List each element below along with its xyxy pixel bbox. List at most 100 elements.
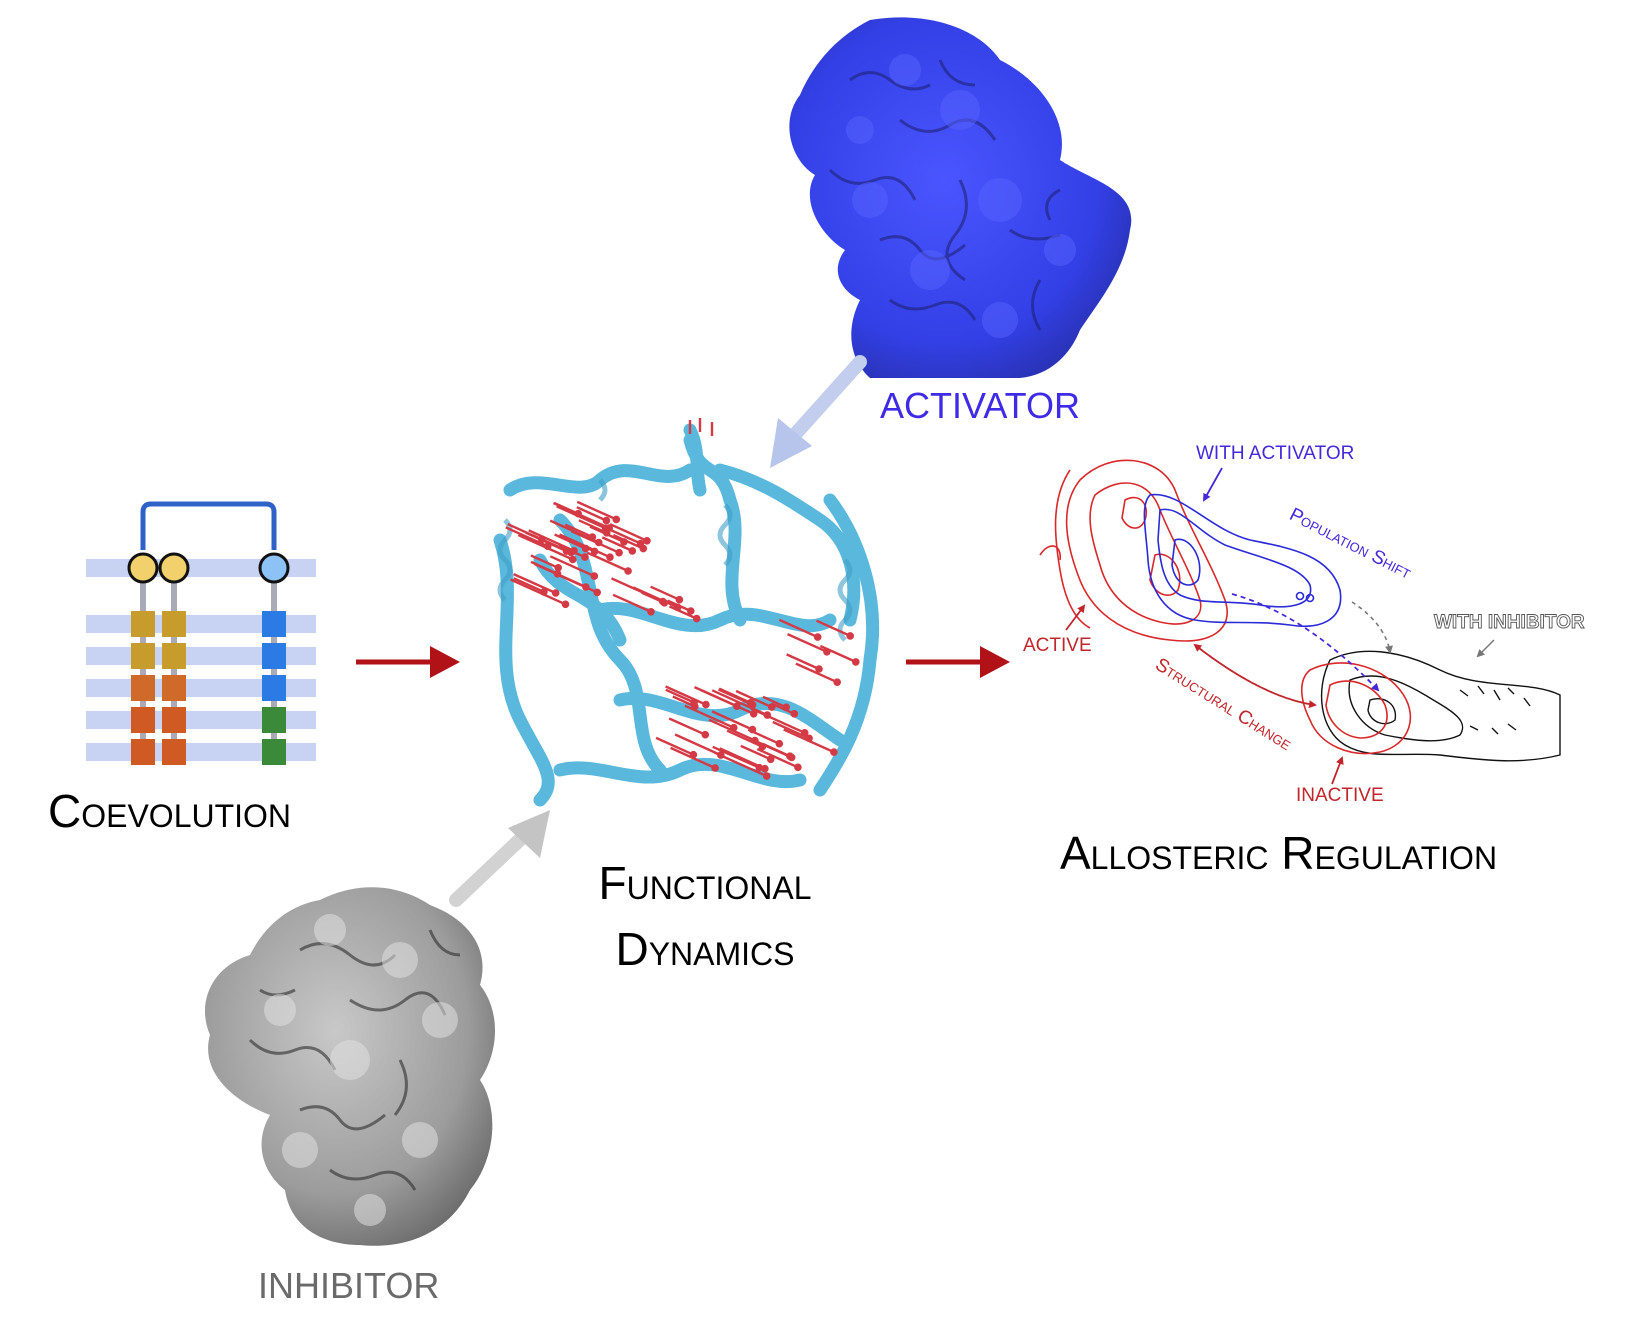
inactive-state-contours [1300, 662, 1412, 755]
displacement-vector [735, 689, 773, 709]
activator-label: ACTIVATOR [880, 385, 1081, 426]
displacement-vector [714, 751, 768, 778]
residue-block [131, 643, 155, 669]
coevolution-schematic [86, 501, 316, 765]
displacement-vector-head [701, 730, 710, 739]
displacement-vector [655, 736, 694, 756]
displacement-vector [762, 695, 787, 709]
displacement-vector [510, 578, 566, 606]
displacement-vector-head [569, 555, 577, 564]
displacement-vector [578, 519, 608, 534]
flow-arrow-dynamics-to-regulation [906, 646, 1010, 678]
displacement-vector [601, 536, 633, 552]
residue-block [162, 739, 186, 765]
displacement-vector-head [601, 524, 610, 533]
displacement-vector [513, 573, 557, 595]
with-inhibitor-label: WITH INHIBITOR [1434, 612, 1585, 633]
displacement-vector [816, 619, 851, 637]
residue-block [162, 611, 186, 637]
active-state-contours [1039, 459, 1228, 642]
displacement-vector-head [612, 515, 621, 524]
coupled-residue-circle [258, 552, 290, 584]
displacement-vector-head [749, 710, 758, 718]
displacement-vector-head [733, 702, 741, 711]
displacement-vector-head [581, 553, 589, 561]
displacement-vector [554, 572, 598, 594]
displacement-vector [778, 618, 819, 639]
displacement-vector-head [673, 603, 682, 612]
coupled-residue-circle [158, 552, 190, 584]
displacement-vector-head [763, 711, 772, 719]
displacement-vector-head [593, 588, 602, 597]
displacement-vector [609, 523, 648, 542]
displacement-vector [740, 744, 772, 761]
coupling-bracket [140, 501, 277, 550]
displacement-vector-head [602, 516, 611, 525]
displacement-vector [650, 585, 680, 601]
displacement-vector [711, 710, 753, 731]
residue-block [262, 707, 286, 733]
residue-block [262, 643, 286, 669]
displacement-vector-head [787, 753, 796, 762]
residue-block [131, 739, 155, 765]
displacement-vector [718, 688, 754, 706]
displacement-vector [752, 738, 793, 759]
displacement-vector-head [711, 764, 719, 772]
displacement-vector-head [846, 632, 855, 640]
displacement-vector-head [830, 748, 838, 756]
displacement-vector-head [813, 633, 822, 641]
displacement-vector-head [636, 539, 645, 548]
displacement-vector [589, 525, 625, 543]
displacement-vector-head [815, 665, 823, 673]
inhibitor-arrow [449, 810, 550, 907]
displacement-vector [576, 500, 617, 521]
displacement-vector-head [755, 763, 764, 772]
displacement-vector [528, 529, 575, 552]
displacement-vector [505, 526, 549, 548]
displacement-vector [641, 591, 665, 604]
displacement-vector [553, 501, 610, 530]
inhibitor-protein-surface [204, 887, 495, 1246]
displacement-vector [726, 729, 763, 748]
displacement-vector [632, 586, 679, 609]
displacement-vector [786, 653, 820, 671]
residue-block [162, 707, 186, 733]
functional-dynamics-line2: Dynamics [615, 923, 795, 975]
inactive-state-label: INACTIVE [1296, 785, 1384, 806]
displacement-vector-head [768, 703, 776, 711]
flow-arrow-coevolution-to-dynamics [356, 646, 460, 678]
displacement-vector-head [615, 548, 623, 557]
displacement-vector [570, 530, 620, 554]
displacement-vector [787, 633, 828, 653]
displacement-vector [576, 506, 607, 522]
displacement-vector [795, 662, 838, 684]
displacement-vector-head [687, 607, 695, 615]
displacement-vector [783, 728, 835, 754]
residue-block [262, 675, 286, 701]
residue-block [262, 611, 286, 637]
displacement-vector [674, 733, 722, 757]
displacement-vector-head [624, 567, 632, 575]
conformational-landscape [1039, 459, 1561, 785]
displacement-vector-head [790, 710, 799, 718]
displacement-vector [665, 688, 695, 704]
displacement-vector-head [643, 537, 651, 545]
coupled-residue-circle [127, 552, 159, 584]
displacement-vector [772, 720, 810, 740]
functional-dynamics-line1: Functional [598, 857, 812, 909]
displacement-vector [586, 551, 629, 573]
displacement-vector-head [590, 572, 599, 580]
displacement-vector [711, 689, 768, 717]
displacement-vector [612, 593, 652, 613]
displacement-vector [756, 747, 799, 769]
displacement-vector-head [561, 600, 570, 609]
displacement-vector [554, 533, 587, 550]
inhibitor-label: INHIBITOR [258, 1265, 440, 1306]
displacement-vector-head [581, 544, 590, 553]
activator-contours [1143, 493, 1342, 627]
displacement-vector-head [852, 658, 860, 666]
displacement-vector-head [833, 678, 842, 687]
displacement-vector [694, 686, 738, 708]
displacement-vector-head [554, 564, 563, 572]
displacement-vector [670, 746, 716, 770]
